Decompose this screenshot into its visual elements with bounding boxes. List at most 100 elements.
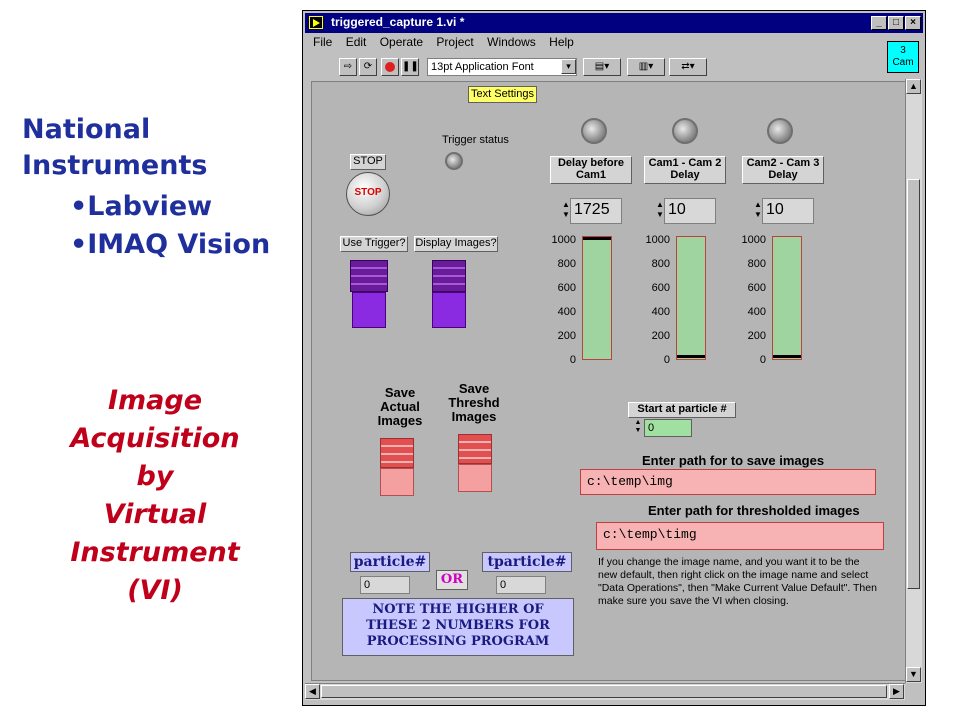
menu-file[interactable]: File: [313, 35, 333, 49]
switch-handle: [432, 260, 466, 292]
save-actual-switch[interactable]: [380, 438, 414, 496]
tank-fill: [582, 236, 612, 360]
caption-line: Instrument: [70, 537, 240, 568]
menu-windows[interactable]: Windows: [487, 35, 536, 49]
note-line: THESE 2 NUMBERS FOR: [366, 618, 550, 633]
display-images-switch[interactable]: [432, 260, 466, 328]
tick-label: 600: [747, 282, 766, 294]
scroll-left-icon[interactable]: ◀: [305, 684, 320, 699]
bullet-labview: •Labview: [70, 191, 213, 222]
caption-line: by: [136, 461, 174, 492]
slide-caption: Image Acquisition by Virtual Instrument …: [40, 382, 270, 610]
caption-line: (VI): [127, 575, 183, 606]
pause-icon[interactable]: ❚❚: [401, 58, 419, 76]
spinner-arrows-icon[interactable]: ▲▼: [634, 419, 642, 434]
tank-cam1: 1000 800 600 400 200 0: [536, 234, 626, 374]
thresh-path-label: Enter path for thresholded images: [648, 503, 860, 518]
delay-cam23-label: Cam2 - Cam 3 Delay: [742, 156, 824, 184]
menu-bar: File Edit Operate Project Windows Help: [305, 35, 865, 53]
slide-title-line2: Instruments: [22, 150, 208, 181]
switch-body: [352, 292, 386, 328]
labview-window: triggered_capture 1.vi * _ □ × File Edit…: [302, 10, 926, 706]
tank-fill: [676, 236, 706, 360]
save-threshd-line: Images: [451, 409, 497, 424]
reorder-icon[interactable]: ⇄▾: [669, 58, 707, 76]
tick-label: 200: [651, 330, 670, 342]
or-label: OR: [436, 570, 468, 590]
scroll-thumb[interactable]: [907, 179, 920, 589]
spinner-arrows-icon[interactable]: ▲▼: [562, 200, 570, 219]
tick-label: 1000: [645, 234, 670, 246]
switch-body: [432, 292, 466, 328]
start-particle-input[interactable]: 0: [644, 419, 692, 437]
spinner-arrows-icon[interactable]: ▲▼: [754, 200, 762, 219]
save-actual-line: Images: [377, 413, 423, 428]
delay-cam12-input[interactable]: 10: [664, 198, 716, 224]
font-select-value: 13pt Application Font: [431, 61, 534, 73]
tparticle-value: 0: [496, 576, 546, 594]
cam-icon-label: Cam: [892, 57, 914, 68]
tank-level-marker: [677, 355, 705, 358]
font-dropdown-chevron-icon[interactable]: ▾: [561, 59, 576, 74]
trigger-status-led: [445, 152, 463, 170]
tick-label: 0: [663, 354, 670, 366]
tick-label: 600: [651, 282, 670, 294]
tick-label: 800: [651, 258, 670, 270]
delay-cam23-input[interactable]: 10: [762, 198, 814, 224]
trigger-status-label: Trigger status: [442, 134, 509, 146]
scroll-right-icon[interactable]: ▶: [889, 684, 904, 699]
spinner-arrows-icon[interactable]: ▲▼: [656, 200, 664, 219]
use-trigger-label: Use Trigger?: [340, 236, 408, 252]
run-arrow-icon[interactable]: ⇨: [339, 58, 357, 76]
scroll-down-icon[interactable]: ▼: [906, 667, 921, 682]
tick-label: 0: [569, 354, 576, 366]
save-threshd-switch[interactable]: [458, 434, 492, 492]
stop-button[interactable]: STOP: [346, 172, 390, 216]
delay-cam12-label: Cam1 - Cam 2 Delay: [644, 156, 726, 184]
menu-operate[interactable]: Operate: [379, 35, 424, 49]
font-select[interactable]: 13pt Application Font: [427, 58, 577, 76]
display-images-label: Display Images?: [414, 236, 498, 252]
scroll-up-icon[interactable]: ▲: [906, 79, 921, 94]
caption-line: Image: [107, 385, 203, 416]
cam2-led: [672, 118, 698, 144]
maximize-button[interactable]: □: [888, 16, 904, 30]
switch-handle: [350, 260, 388, 292]
tick-label: 0: [759, 354, 766, 366]
tick-label: 600: [557, 282, 576, 294]
menu-edit[interactable]: Edit: [345, 35, 367, 49]
vertical-scrollbar[interactable]: ▲ ▼: [905, 79, 922, 683]
thresh-path-input[interactable]: c:\temp\timg: [596, 522, 884, 550]
slide-title-line1: National: [22, 114, 151, 145]
abort-icon[interactable]: [381, 58, 399, 76]
distribute-objects-icon[interactable]: ▥▾: [627, 58, 665, 76]
tick-label: 800: [747, 258, 766, 270]
tparticle-label: tparticle#: [482, 552, 572, 572]
tank-level-marker: [583, 237, 611, 240]
switch-handle: [380, 438, 414, 468]
tank-fill: [772, 236, 802, 360]
window-title-bar[interactable]: triggered_capture 1.vi * _ □ ×: [305, 13, 923, 33]
cam3-led: [767, 118, 793, 144]
delay-cam1-input[interactable]: 1725: [570, 198, 622, 224]
caption-line: Virtual: [103, 499, 207, 530]
tick-label: 400: [747, 306, 766, 318]
align-objects-icon[interactable]: ▤▾: [583, 58, 621, 76]
stop-label: STOP: [350, 154, 386, 170]
minimize-button[interactable]: _: [871, 16, 887, 30]
close-button[interactable]: ×: [905, 16, 921, 30]
run-continuously-icon[interactable]: ⟳: [359, 58, 377, 76]
menu-project[interactable]: Project: [436, 35, 474, 49]
scroll-thumb[interactable]: [321, 685, 887, 698]
tank-level-marker: [773, 355, 801, 358]
cam-connector-icon[interactable]: 3 Cam: [887, 41, 919, 73]
save-path-input[interactable]: c:\temp\img: [580, 469, 876, 495]
save-threshd-line: Save: [458, 381, 490, 396]
menu-help[interactable]: Help: [549, 35, 574, 49]
horizontal-scrollbar[interactable]: ◀ ▶: [305, 683, 905, 700]
particle-value: 0: [360, 576, 410, 594]
note-line: NOTE THE HIGHER OF: [372, 602, 544, 617]
front-panel: Text Settings Trigger status STOP STOP U…: [311, 81, 913, 681]
text-settings-label: Text Settings: [468, 86, 537, 103]
use-trigger-switch[interactable]: [350, 260, 388, 328]
